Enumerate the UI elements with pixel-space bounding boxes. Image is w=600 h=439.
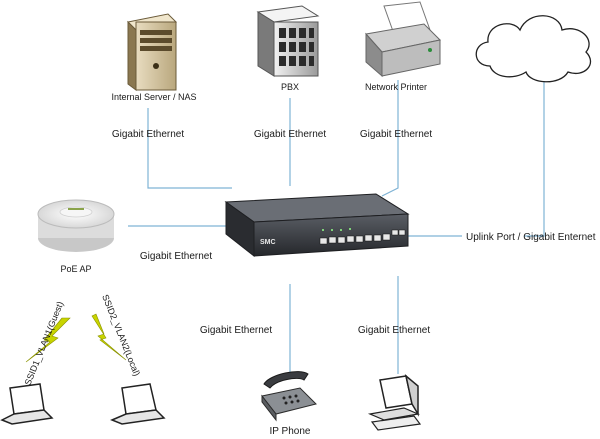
laptop-icon xyxy=(110,383,166,425)
printer-icon xyxy=(365,1,442,78)
wireless-signal-icon xyxy=(91,313,127,361)
access-point-icon xyxy=(37,199,115,252)
switch-brand-logo: SMC xyxy=(260,239,276,246)
ssid1-label: SSID1_VLAN1(Guest) xyxy=(23,300,66,387)
laptop-icon xyxy=(0,383,54,425)
server-icon xyxy=(126,13,178,91)
pbx-label: PBX xyxy=(281,82,299,92)
switch-icon xyxy=(224,193,410,258)
ip-phone-icon xyxy=(261,371,317,422)
phone-label: IP Phone xyxy=(270,426,311,437)
cloud-link-line xyxy=(524,78,545,237)
cloud-icon xyxy=(475,15,592,83)
server-label: Internal Server / NAS xyxy=(111,92,196,102)
pbx-link-label: Gigabit Ethernet xyxy=(254,129,326,140)
server-link-line xyxy=(147,108,232,189)
uplink-link-label: Uplink Port / Gigabit Enternet xyxy=(466,232,596,243)
pbx-icon xyxy=(256,5,320,77)
server-link-label: Gigabit Ethernet xyxy=(112,129,184,140)
wireless-signal-icon xyxy=(25,317,71,363)
printer-link-label: Gigabit Ethernet xyxy=(360,129,432,140)
connection-lines xyxy=(128,78,545,374)
printer-link-line xyxy=(381,80,399,197)
pc-link-label: Gigabit Ethernet xyxy=(358,325,430,336)
ap-link-label: Gigabit Ethernet xyxy=(140,251,212,262)
ssid2-label: SSID2_VLAN2(Local) xyxy=(100,293,142,377)
printer-label: Network Printer xyxy=(365,82,427,92)
ap-label: PoE AP xyxy=(60,264,91,274)
phone-link-label: Gigabit Ethernet xyxy=(200,325,272,336)
desktop-pc-icon xyxy=(367,374,422,431)
